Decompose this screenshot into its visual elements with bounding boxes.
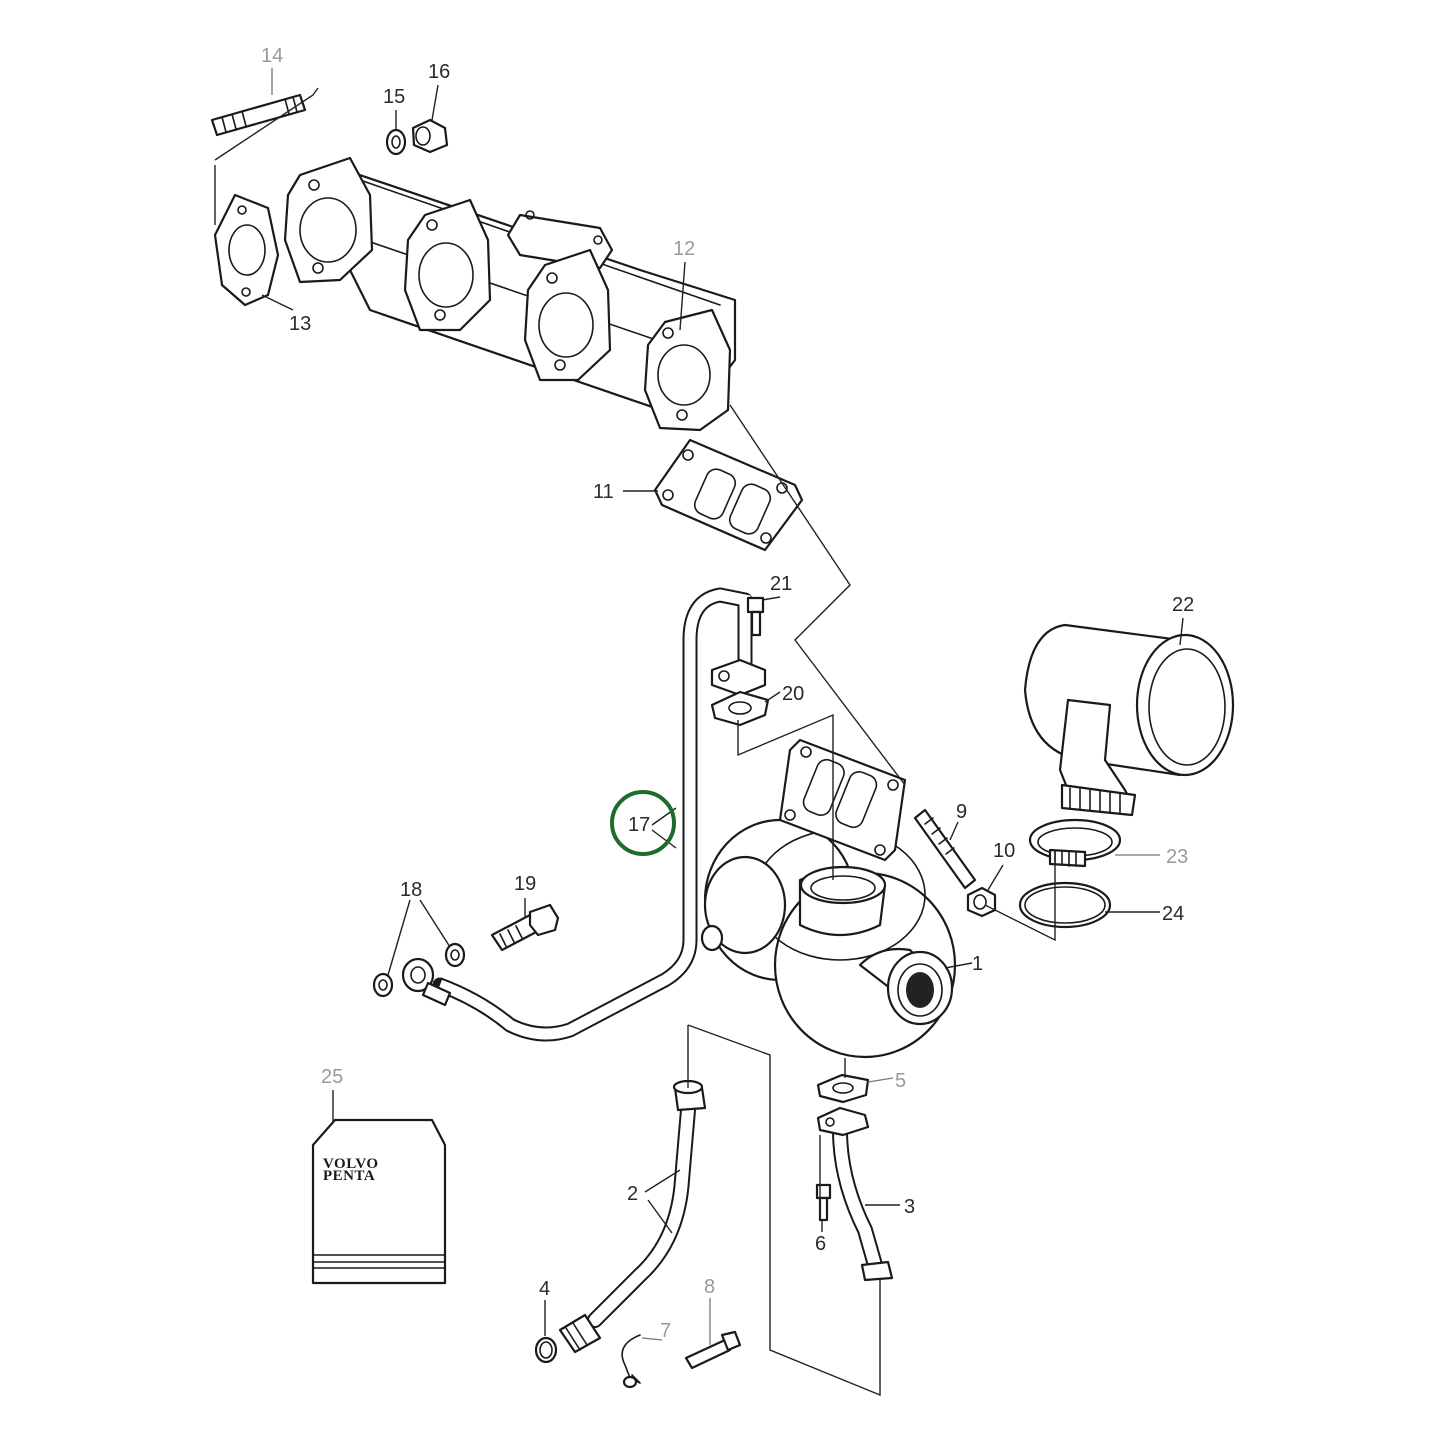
turbocharger xyxy=(700,738,957,1059)
callout-12[interactable]: 12 xyxy=(673,238,695,260)
turbo-nut xyxy=(966,886,997,918)
callout-11[interactable]: 11 xyxy=(593,481,614,503)
callout-10[interactable]: 10 xyxy=(993,840,1015,862)
kit-brand-line2: PENTA xyxy=(323,1168,375,1184)
pipe-flange-gasket xyxy=(710,690,770,727)
callout-labels: 1 2 3 4 5 6 7 8 9 10 11 12 13 14 15 16 1… xyxy=(261,45,1194,1342)
drain-pipe xyxy=(816,1106,894,1282)
oil-return-pipe xyxy=(558,1079,707,1354)
callout-9[interactable]: 9 xyxy=(956,801,967,823)
callout-8[interactable]: 8 xyxy=(704,1276,715,1298)
flange-bolt xyxy=(746,596,765,637)
kit-brand-line1: VOLVO xyxy=(323,1156,379,1172)
callout-21[interactable]: 21 xyxy=(770,573,792,595)
callout-5[interactable]: 5 xyxy=(895,1070,906,1092)
exhaust-manifold xyxy=(283,156,737,432)
callout-3[interactable]: 3 xyxy=(904,1196,915,1218)
drain-flange-screw xyxy=(815,1183,832,1222)
assembly-guide-lines xyxy=(214,87,1056,1397)
washer xyxy=(385,128,407,156)
turbo-stud xyxy=(913,808,977,890)
nut xyxy=(411,118,449,154)
callout-19[interactable]: 19 xyxy=(514,873,536,895)
hose-clamp xyxy=(1028,818,1122,868)
banjo-bolt xyxy=(490,903,560,952)
callout-24[interactable]: 24 xyxy=(1162,903,1184,925)
callout-7[interactable]: 7 xyxy=(660,1320,671,1342)
callout-18[interactable]: 18 xyxy=(400,879,422,901)
pipe-clip xyxy=(621,1334,641,1389)
callout-13[interactable]: 13 xyxy=(289,313,311,335)
highlight-ring xyxy=(610,790,676,856)
gasket-kit: VOLVO PENTA xyxy=(311,1118,447,1285)
callout-22[interactable]: 22 xyxy=(1172,594,1194,616)
manifold-gasket xyxy=(213,193,280,307)
callout-16[interactable]: 16 xyxy=(428,61,450,83)
clip-screw xyxy=(684,1330,742,1370)
callout-6[interactable]: 6 xyxy=(815,1233,826,1255)
callout-20[interactable]: 20 xyxy=(782,683,804,705)
callout-17[interactable]: 17 xyxy=(628,814,650,836)
air-filter xyxy=(1023,623,1235,817)
stud xyxy=(210,93,307,137)
callout-2[interactable]: 2 xyxy=(627,1183,638,1205)
callout-15[interactable]: 15 xyxy=(383,86,405,108)
leader-lines xyxy=(261,68,1184,1345)
sealing-washers xyxy=(372,942,466,998)
callout-14[interactable]: 14 xyxy=(261,45,283,67)
o-ring xyxy=(1018,881,1112,929)
return-pipe-o-ring xyxy=(534,1336,558,1364)
drain-gasket xyxy=(816,1073,870,1104)
callout-4[interactable]: 4 xyxy=(539,1278,550,1300)
callout-1[interactable]: 1 xyxy=(972,953,983,975)
callout-25[interactable]: 25 xyxy=(321,1066,343,1088)
callout-23[interactable]: 23 xyxy=(1166,846,1188,868)
oil-supply-pipe xyxy=(401,587,767,1042)
turbo-flange-gasket xyxy=(653,438,804,552)
